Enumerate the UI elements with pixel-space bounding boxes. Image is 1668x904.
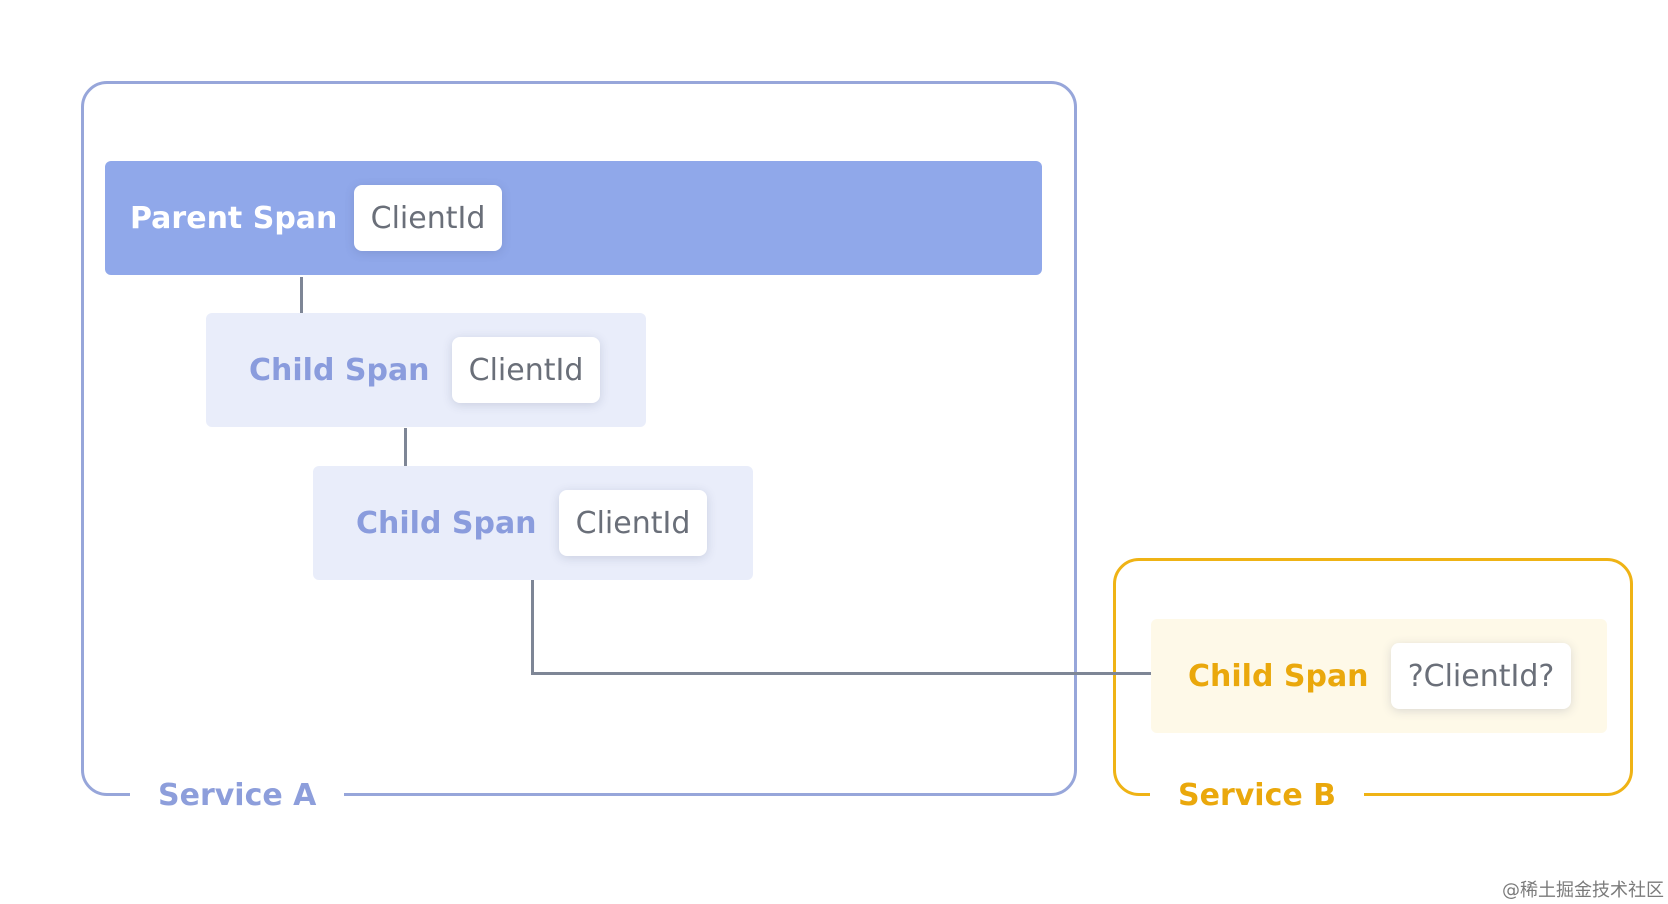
- child-span-1: Child Span ClientId: [206, 313, 646, 427]
- child-span-3-client-id-chip: ?ClientId?: [1391, 643, 1571, 709]
- parent-span-title: Parent Span: [130, 200, 338, 236]
- connector-child2-vertical: [531, 580, 534, 675]
- connector-child2-to-service-b: [531, 672, 1151, 675]
- service-b-label: Service B: [1150, 778, 1365, 814]
- parent-span: Parent Span ClientId: [105, 161, 1042, 275]
- service-b-group: [1113, 558, 1633, 796]
- watermark: @稀土掘金技术社区: [1502, 880, 1664, 901]
- child-span-2: Child Span ClientId: [313, 466, 753, 580]
- child-span-3-title: Child Span: [1188, 658, 1369, 694]
- service-a-group: [81, 81, 1077, 796]
- connector-parent-to-child1: [300, 277, 303, 313]
- child-span-3: Child Span ?ClientId?: [1151, 619, 1607, 733]
- child-span-1-client-id-chip: ClientId: [452, 337, 600, 403]
- child-span-2-title: Child Span: [356, 505, 537, 541]
- service-a-label: Service A: [130, 778, 345, 814]
- child-span-2-client-id-chip: ClientId: [559, 490, 707, 556]
- parent-span-client-id-chip: ClientId: [354, 185, 502, 251]
- connector-child1-to-child2: [404, 428, 407, 466]
- child-span-1-title: Child Span: [249, 352, 430, 388]
